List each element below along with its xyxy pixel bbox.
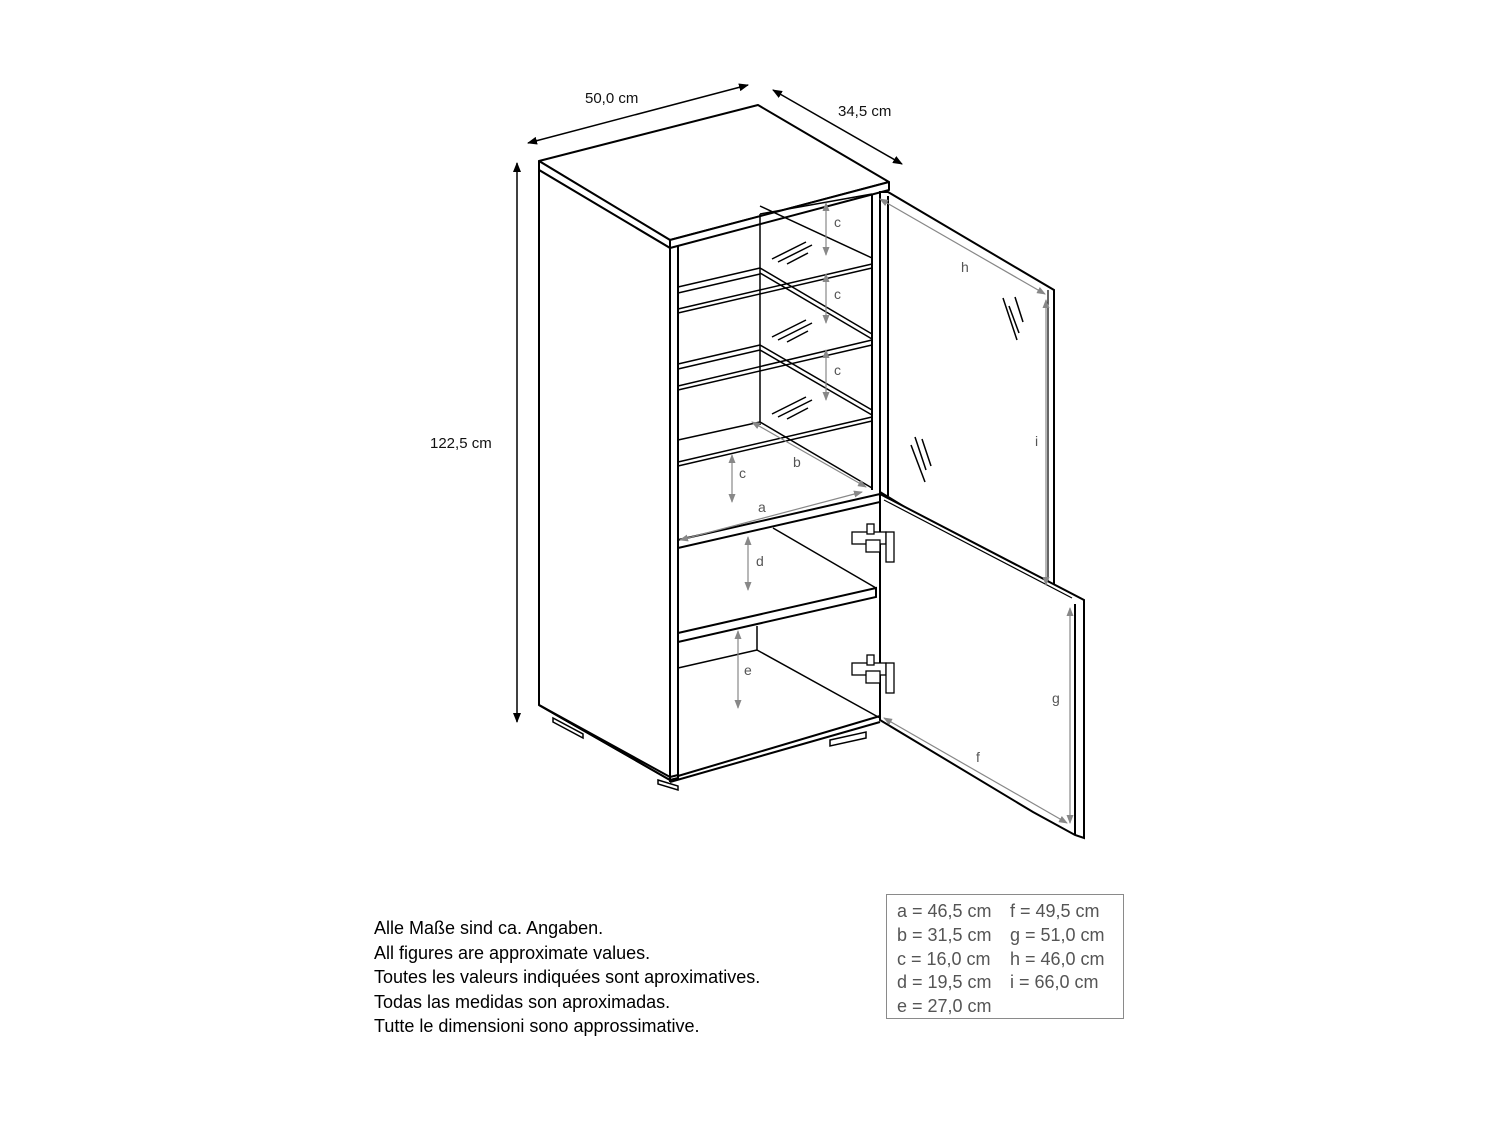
- part-label-h: h: [961, 259, 969, 275]
- legend-g: g = 51,0 cm: [1010, 924, 1105, 945]
- part-label-i: i: [1035, 433, 1039, 449]
- part-label-b: b: [793, 454, 801, 470]
- hinge-lower: [851, 654, 895, 694]
- part-label-a: a: [758, 499, 766, 515]
- depth-dimension-label: 34,5 cm: [838, 103, 892, 120]
- cabinet-carcass: [538, 104, 890, 783]
- height-dimension-label: 122,5 cm: [430, 435, 492, 452]
- legend-e: e = 27,0 cm: [897, 996, 992, 1017]
- part-label-f: f: [976, 749, 980, 765]
- legend-f: f = 49,5 cm: [1010, 901, 1100, 921]
- note-fr: Toutes les valeurs indiquées sont aproxi…: [374, 967, 761, 987]
- legend-b: b = 31,5 cm: [897, 924, 992, 945]
- legend-row: b = 31,5 cm g = 51,0 cm: [897, 924, 1123, 948]
- part-label-e: e: [744, 662, 752, 678]
- part-label-c2: c: [834, 286, 841, 302]
- legend-row: c = 16,0 cm h = 46,0 cm: [897, 948, 1123, 972]
- note-es: Todas las medidas son aproximadas.: [374, 991, 671, 1012]
- legend-i: i = 66,0 cm: [1010, 972, 1099, 993]
- cabinet-feet: [552, 716, 867, 792]
- legend-row: a = 46,5 cm f = 49,5 cm: [897, 900, 1123, 924]
- overall-dimension-arrows: [513, 83, 903, 723]
- part-label-c1: c: [834, 214, 841, 230]
- dimension-legend: a = 46,5 cm f = 49,5 cm b = 31,5 cm g = …: [886, 894, 1124, 1019]
- note-en: All figures are approximate values.: [374, 942, 651, 963]
- part-label-c4: c: [739, 465, 746, 481]
- cabinet-interior: [677, 193, 881, 719]
- legend-row: d = 19,5 cm i = 66,0 cm: [897, 971, 1123, 995]
- legend-row: e = 27,0 cm: [897, 995, 1123, 1019]
- note-it: Tutte le dimensioni sono approssimative.: [374, 1016, 700, 1036]
- note-de: Alle Maße sind ca. Angaben.: [374, 918, 604, 938]
- approximate-values-notes: Alle Maße sind ca. Angaben. All figures …: [374, 916, 760, 1039]
- legend-c: c = 16,0 cm: [897, 948, 991, 969]
- part-label-c3: c: [834, 362, 841, 378]
- part-label-d: d: [756, 553, 764, 569]
- legend-h: h = 46,0 cm: [1010, 948, 1105, 969]
- legend-a: a = 46,5 cm: [897, 901, 992, 921]
- part-label-g: g: [1052, 690, 1060, 706]
- part-dimension-arrows: [679, 198, 1074, 824]
- legend-d: d = 19,5 cm: [897, 972, 992, 993]
- width-dimension-label: 50,0 cm: [585, 90, 639, 107]
